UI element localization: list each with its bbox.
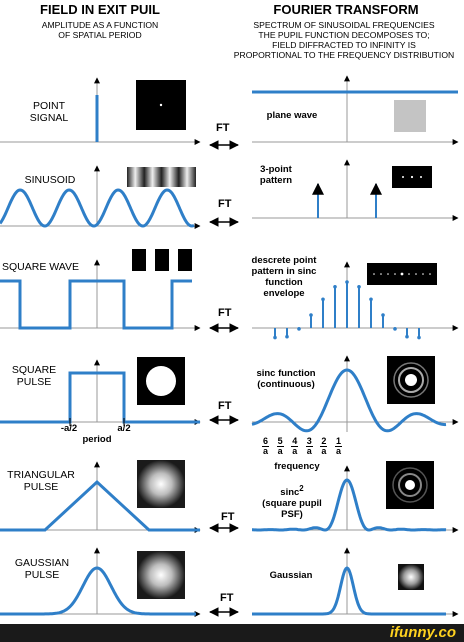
comb-tip <box>333 284 337 289</box>
comb-tip <box>393 327 397 331</box>
comb-dot <box>394 273 396 275</box>
psf-rings <box>392 467 428 503</box>
comb-dot <box>415 273 417 275</box>
left-subtitle: AMPLITUDE AS A FUNCTION OF SPATIAL PERIO… <box>41 20 159 40</box>
comb-dot <box>422 273 424 275</box>
diagram-canvas <box>0 75 459 617</box>
axis-period: period <box>82 434 112 445</box>
comb-tip <box>381 313 385 317</box>
triangle-curve <box>0 479 200 532</box>
label-gaussian-pulse: GAUSSIAN PULSE <box>14 557 70 581</box>
triangle-image <box>137 460 185 508</box>
comb-tip <box>273 335 277 340</box>
footer-bar: ifunny.co <box>0 624 464 642</box>
row-square-wave <box>0 249 459 340</box>
gaussian-curve-left <box>0 566 196 616</box>
row-sinusoid <box>0 159 459 229</box>
comb-dot <box>429 273 431 275</box>
brand-logo[interactable]: ifunny.co <box>389 624 456 641</box>
gaussian-image-left <box>137 551 185 599</box>
comb-tip <box>285 334 289 339</box>
label-square-wave: SQUARE WAVE <box>2 261 80 273</box>
sinusoid-image <box>127 167 196 187</box>
comb-tip <box>369 297 373 302</box>
right-title: FOURIER TRANSFORM <box>273 2 419 17</box>
ft-label: FT <box>221 511 235 523</box>
ft-label: FT <box>218 307 232 319</box>
label-gaussian: Gaussian <box>269 570 313 581</box>
ft-label: FT <box>220 592 234 604</box>
axis-frequency: frequency <box>274 461 320 472</box>
sinusoid-curve <box>0 188 195 228</box>
label-sinc: sinc function (continuous) <box>256 368 316 390</box>
pupil-disc <box>146 366 176 396</box>
ft-label: FT <box>218 198 232 210</box>
label-sinusoid: SINUSOID <box>24 174 76 186</box>
left-title: FIELD IN EXIT PUIL <box>40 2 160 17</box>
row-triangular-pulse <box>0 460 459 533</box>
comb-tip <box>297 327 301 331</box>
label-triangular-pulse: TRIANGULAR PULSE <box>7 469 75 493</box>
label-plane-wave: plane wave <box>266 110 318 121</box>
pt <box>410 175 414 179</box>
sinc-squared-curve <box>252 478 447 532</box>
comb-dot <box>400 272 404 276</box>
sinc-comb-spikes <box>273 280 421 340</box>
pt <box>420 176 422 178</box>
bar-image <box>132 249 146 271</box>
right-subtitle: SPECTRUM OF SINUSOIDAL FREQUENCIES THE P… <box>233 20 455 60</box>
label-sinc-squared: sinc2 (square pupil PSF) <box>262 484 322 521</box>
row-point-signal <box>0 75 459 150</box>
ft-label: FT <box>218 400 232 412</box>
point-dot <box>159 103 163 107</box>
comb-dot <box>408 273 410 275</box>
ft-label: FT <box>216 122 230 134</box>
comb-dot <box>380 273 382 275</box>
pt <box>402 176 404 178</box>
plane-wave-image <box>394 100 426 132</box>
comb-dots <box>373 272 431 276</box>
label-point-signal: POINT SIGNAL <box>29 100 69 124</box>
gaussian-image-right <box>398 564 424 590</box>
label-three-point: 3-point pattern <box>259 164 293 186</box>
comb-dot <box>373 273 375 275</box>
comb-tip <box>417 335 421 340</box>
airy-rings <box>393 362 429 398</box>
comb-tip <box>321 297 325 302</box>
bar-image <box>178 249 192 271</box>
comb-tip <box>405 334 409 339</box>
comb-tip <box>345 280 349 284</box>
row-gaussian-pulse <box>0 547 459 617</box>
comb-dot <box>387 273 389 275</box>
sinc-curve <box>251 368 447 433</box>
gaussian-curve-right <box>252 566 446 616</box>
comb-tip <box>357 284 361 289</box>
axis-neg-a2: -a/2 <box>60 423 78 434</box>
axis-pos-a2: a/2 <box>117 423 131 434</box>
square-wave-curve <box>0 279 192 330</box>
bar-image <box>155 249 169 271</box>
square-pulse-curve <box>0 371 200 424</box>
comb-tip <box>309 313 313 317</box>
label-comb: descrete point pattern in sinc function … <box>251 255 317 299</box>
row-square-pulse <box>0 355 459 433</box>
label-square-pulse: SQUARE PULSE <box>11 364 57 388</box>
